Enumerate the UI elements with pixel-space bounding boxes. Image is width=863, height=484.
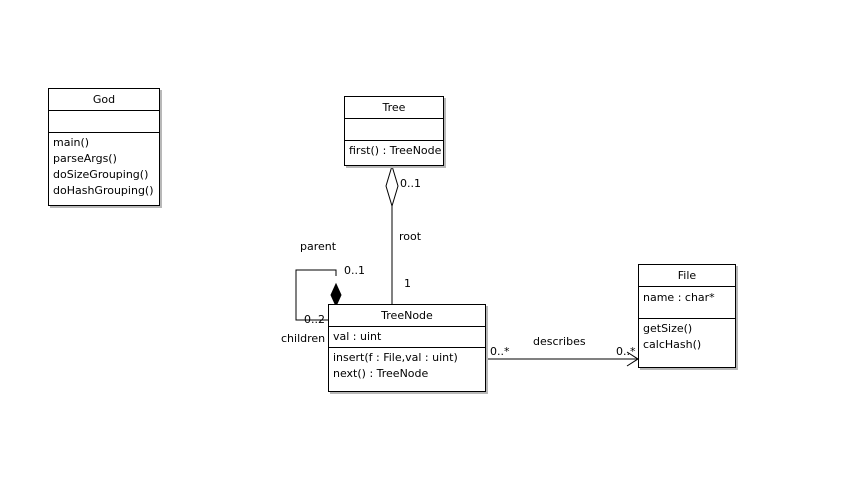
attribute: name : char* [643, 291, 715, 304]
attributes-section [345, 119, 443, 141]
attributes-section: val : uint [329, 327, 485, 348]
class-treenode[interactable]: TreeNode val : uint insert(f : File,val … [328, 304, 486, 392]
class-file[interactable]: File name : char* getSize() calcHash() [638, 264, 736, 368]
attributes-section: name : char* [639, 287, 735, 319]
class-name: God [49, 89, 159, 111]
composition-diamond-icon [330, 282, 342, 308]
parent-multiplicity: 0..1 [344, 264, 365, 277]
operations-section: insert(f : File,val : uint) next() : Tre… [329, 348, 485, 384]
class-tree[interactable]: Tree first() : TreeNode [344, 96, 444, 166]
operations-section: first() : TreeNode [345, 141, 443, 161]
class-name: Tree [345, 97, 443, 119]
treenode-end-multiplicity: 1 [404, 277, 411, 290]
root-role-label: root [399, 230, 422, 243]
operation: next() : TreeNode [333, 367, 429, 380]
class-name: File [639, 265, 735, 287]
association-name-label: describes [533, 335, 586, 348]
tree-end-multiplicity: 0..1 [400, 177, 421, 190]
operation: parseArgs() [53, 152, 117, 165]
parent-role-label: parent [300, 240, 337, 253]
attributes-section [49, 111, 159, 133]
operation: main() [53, 136, 90, 149]
operation: getSize() [643, 322, 693, 335]
source-multiplicity: 0..* [490, 345, 510, 358]
class-name: TreeNode [329, 305, 485, 327]
operation: doHashGrouping() [53, 184, 154, 197]
attribute: val : uint [333, 330, 382, 343]
self-association-line [295, 269, 337, 321]
operations-section: getSize() calcHash() [639, 319, 735, 355]
operation: calcHash() [643, 338, 702, 351]
class-god[interactable]: God main() parseArgs() doSizeGrouping() … [48, 88, 160, 206]
children-multiplicity: 0..2 [304, 313, 325, 326]
operation: insert(f : File,val : uint) [333, 351, 458, 364]
target-multiplicity: 0..* [616, 345, 636, 358]
operation: doSizeGrouping() [53, 168, 149, 181]
children-role-label: children [281, 332, 326, 345]
aggregation-diamond-icon [385, 164, 399, 208]
operations-section: main() parseArgs() doSizeGrouping() doHa… [49, 133, 159, 201]
operation: first() : TreeNode [349, 144, 442, 157]
